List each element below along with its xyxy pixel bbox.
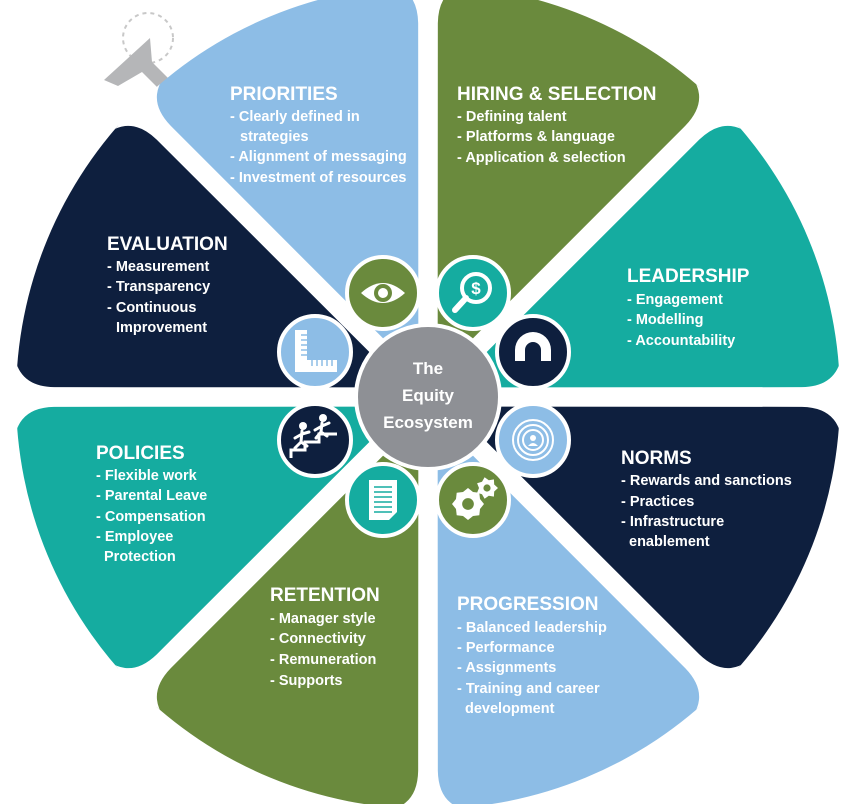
segment-item-evaluation: Improvement: [116, 320, 207, 336]
document-icon: [345, 462, 421, 538]
segment-item-evaluation: - Transparency: [107, 279, 210, 295]
segment-item-hiring: - Defining talent: [457, 109, 567, 125]
segment-title-evaluation: EVALUATION: [107, 234, 228, 255]
svg-text:$: $: [471, 279, 481, 298]
segment-item-retention: - Manager style: [270, 611, 376, 627]
segment-item-priorities: - Alignment of messaging: [230, 149, 407, 165]
eye-icon: [345, 255, 421, 331]
segment-item-progression: development: [465, 701, 555, 717]
segment-item-leadership: - Modelling: [627, 312, 704, 328]
segment-title-leadership: LEADERSHIP: [627, 266, 750, 287]
segment-title-hiring: HIRING & SELECTION: [457, 84, 657, 105]
target-person-icon: [495, 402, 571, 478]
magnet-icon: [495, 314, 571, 390]
segment-item-priorities: - Clearly defined in: [230, 109, 360, 125]
segment-title-retention: RETENTION: [270, 585, 380, 606]
segment-title-norms: NORMS: [621, 448, 692, 469]
segment-item-evaluation: - Measurement: [107, 259, 210, 275]
segment-item-policies: - Employee: [96, 529, 173, 545]
segment-item-policies: - Flexible work: [96, 468, 198, 484]
segment-item-leadership: - Accountability: [627, 333, 735, 349]
ruler-icon: [277, 314, 353, 390]
segment-item-retention: - Remuneration: [270, 652, 376, 668]
segment-item-norms: - Rewards and sanctions: [621, 473, 792, 489]
segment-item-priorities: strategies: [240, 129, 309, 145]
segment-item-norms: - Infrastructure: [621, 514, 724, 530]
dollar-magnifier-icon: $: [435, 255, 511, 331]
segment-item-progression: - Assignments: [457, 660, 556, 676]
segment-item-progression: - Performance: [457, 640, 555, 656]
segment-title-policies: POLICIES: [96, 443, 185, 464]
segment-item-leadership: - Engagement: [627, 292, 723, 308]
cursor-arrow-icon: [104, 12, 174, 90]
segment-item-hiring: - Application & selection: [457, 150, 626, 166]
segment-item-retention: - Connectivity: [270, 631, 366, 647]
segment-item-progression: - Balanced leadership: [457, 620, 607, 636]
segment-item-hiring: - Platforms & language: [457, 129, 615, 145]
segment-labels: PRIORITIES - Clearly defined in strategies…: [96, 84, 792, 717]
center-line-3: Ecosystem: [383, 413, 473, 432]
climbing-stairs-icon: [277, 402, 353, 478]
segment-title-progression: PROGRESSION: [457, 594, 598, 615]
segment-item-priorities: - Investment of resources: [230, 170, 406, 186]
segment-item-policies: - Compensation: [96, 509, 206, 525]
segment-item-evaluation: - Continuous: [107, 300, 196, 316]
gears-icon: [435, 462, 511, 538]
segment-item-retention: - Supports: [270, 673, 343, 689]
center-line-1: The: [413, 359, 443, 378]
segment-item-norms: - Practices: [621, 494, 694, 510]
segment-item-policies: Protection: [104, 549, 176, 565]
segment-item-norms: enablement: [629, 534, 710, 550]
segment-item-progression: - Training and career: [457, 681, 600, 697]
center-line-2: Equity: [402, 386, 454, 405]
icon-badges: $: [277, 255, 571, 538]
segment-item-policies: - Parental Leave: [96, 488, 207, 504]
segment-title-priorities: PRIORITIES: [230, 84, 338, 105]
center-hub: The Equity Ecosystem: [354, 323, 502, 471]
